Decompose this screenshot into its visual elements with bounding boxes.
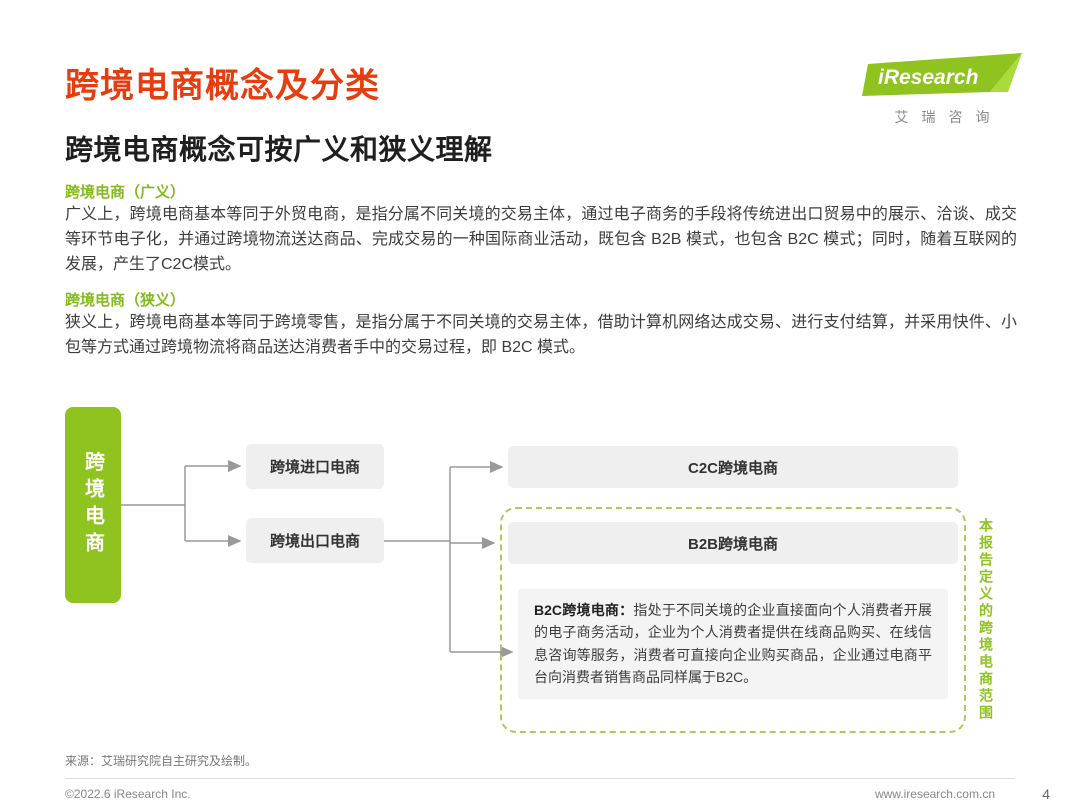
page-title: 跨境电商概念及分类 bbox=[65, 67, 380, 105]
report-scope-dashed-box bbox=[500, 507, 966, 733]
iresearch-logo-text: iResearch bbox=[878, 66, 978, 89]
section-broad-body: 广义上，跨境电商基本等同于外贸电商，是指分属不同关境的交易主体，通过电子商务的手… bbox=[65, 206, 1017, 273]
report-scope-label: 本报告定义的跨境电商范围 bbox=[978, 518, 994, 722]
section-broad-label: 跨境电商（广义） bbox=[65, 184, 186, 201]
slide-subtitle: 跨境电商概念可按广义和狭义理解 bbox=[65, 134, 493, 165]
node-b2c-description: B2C跨境电商：指处于不同关境的企业直接面向个人消费者开展的电子商务活动，企业为… bbox=[518, 589, 948, 699]
footer-divider bbox=[65, 778, 1015, 779]
b2c-title: B2C跨境电商： bbox=[534, 602, 634, 618]
footer-copyright: ©2022.6 iResearch Inc. bbox=[65, 787, 191, 801]
node-b2b: B2B跨境电商 bbox=[508, 522, 958, 564]
node-import-ecommerce: 跨境进口电商 bbox=[246, 444, 384, 489]
iresearch-logo-graphic: iResearch bbox=[862, 53, 1022, 96]
diagram-root-node: 跨境电商 bbox=[65, 407, 121, 603]
section-narrow-label: 跨境电商（狭义） bbox=[65, 292, 186, 309]
node-c2c: C2C跨境电商 bbox=[508, 446, 958, 488]
page-number: 4 bbox=[1042, 786, 1050, 802]
node-export-ecommerce: 跨境出口电商 bbox=[246, 518, 384, 563]
diagram-root-label: 跨境电商 bbox=[81, 451, 104, 559]
iresearch-logo-chinese: 艾瑞咨询 bbox=[894, 109, 1003, 125]
b2c-body: 指处于不同关境的企业直接面向个人消费者开展的电子商务活动，企业为个人消费者提供在… bbox=[534, 602, 932, 686]
iresearch-logo: iResearch 艾瑞咨询 bbox=[862, 52, 1022, 127]
footer-url: www.iresearch.com.cn bbox=[874, 787, 995, 801]
section-narrow-body: 狭义上，跨境电商基本等同于跨境零售，是指分属于不同关境的交易主体，借助计算机网络… bbox=[65, 314, 1017, 356]
source-note: 来源：艾瑞研究院自主研究及绘制。 bbox=[65, 754, 258, 768]
